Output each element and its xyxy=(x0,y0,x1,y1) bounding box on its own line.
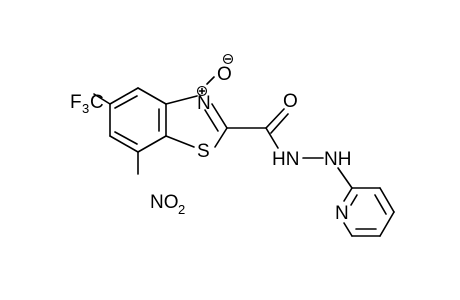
n-oxide-atom: N xyxy=(197,93,211,114)
hydrazide-nh-atom: HN xyxy=(272,149,299,170)
bond-c7-c7a xyxy=(137,135,167,153)
bond-n3-c2 xyxy=(211,103,228,129)
thiazole-ring xyxy=(165,95,228,148)
bond-c3a-c4 xyxy=(137,87,167,105)
o-minus-charge xyxy=(222,53,234,65)
bond-c6-c7-double xyxy=(114,131,138,145)
bond-pc3-pc4-double xyxy=(374,194,387,215)
bond-n3-c2-double xyxy=(204,109,219,132)
bond-c4-c5-double xyxy=(114,95,138,109)
bond-carbonyl-nh xyxy=(265,127,279,149)
bond-pc6-pn xyxy=(343,222,353,237)
benzene-ring xyxy=(109,87,167,153)
pyridine-nitrogen-atom: N xyxy=(335,203,349,224)
n-plus-charge xyxy=(196,85,208,97)
sulfur-atom: S xyxy=(197,141,210,162)
oxide-oxygen-atom: O xyxy=(217,64,232,85)
bond-nh-pyridine xyxy=(337,167,353,189)
bond-c4-c5 xyxy=(109,87,139,105)
cf3-c-letter: C xyxy=(90,92,104,113)
cf3-subscript: 3 xyxy=(82,101,89,116)
bond-c5-cf3 xyxy=(93,93,111,105)
nitro-subscript: 2 xyxy=(178,202,185,217)
bond-co-1 xyxy=(265,108,285,129)
bond-pn-pc2-double xyxy=(350,194,358,206)
bond-c2-s1 xyxy=(214,127,228,148)
nitro-label: NO 2 xyxy=(150,192,185,217)
cf3-f-letter: F xyxy=(70,92,82,113)
bond-pc3-pc4 xyxy=(379,187,395,213)
cf3-label: F 3 C xyxy=(70,92,104,116)
bond-c3a-n3 xyxy=(165,95,198,105)
bond-pc4-pc5 xyxy=(379,211,395,237)
nitro-text: NO xyxy=(150,192,179,213)
pyridine-ring xyxy=(343,187,395,237)
bond-n3-o xyxy=(206,76,215,85)
bond-pn-pc2 xyxy=(343,187,353,202)
hydrazine-nh-atom: NH xyxy=(324,149,351,170)
bond-s1-c7a xyxy=(165,135,195,148)
bond-c6-c7 xyxy=(109,135,139,153)
bond-co-2 xyxy=(270,113,289,134)
carbonyl-oxygen-atom: O xyxy=(283,91,298,112)
